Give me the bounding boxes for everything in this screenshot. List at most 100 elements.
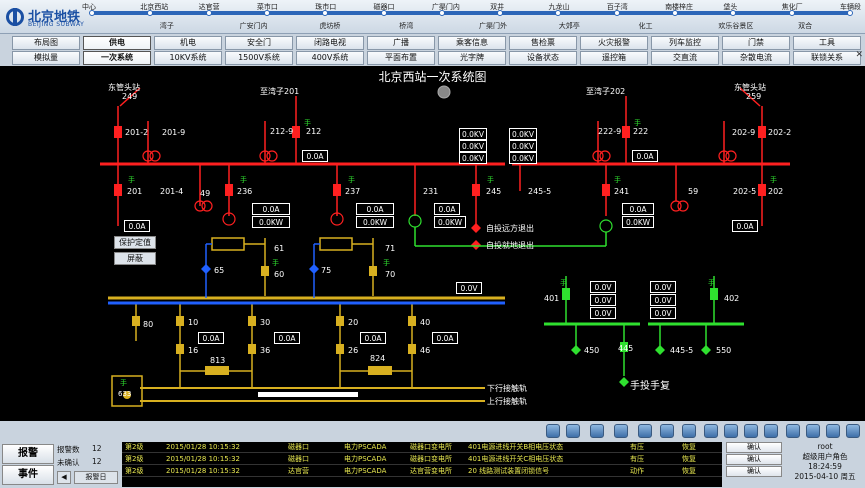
station-label[interactable]: 大郊亭: [558, 22, 580, 30]
station-label[interactable]: 欢乐谷景区: [718, 22, 754, 30]
grid-icon[interactable]: [704, 424, 718, 438]
tab-row1-2[interactable]: 机电: [154, 36, 222, 50]
arrow-left-icon[interactable]: ◀: [57, 471, 71, 484]
tab-row1-5[interactable]: 广播: [367, 36, 435, 50]
station-label[interactable]: 虎坊桥: [319, 22, 341, 30]
protect-setting-button[interactable]: 保护定值: [114, 236, 156, 249]
confirm-button[interactable]: 确认: [726, 466, 782, 477]
tab-row2-4[interactable]: 400V系统: [296, 51, 364, 65]
tab-row2-1[interactable]: 一次系统: [83, 51, 151, 65]
tab-row2-6[interactable]: 光字牌: [438, 51, 506, 65]
station-dot[interactable]: [672, 10, 679, 16]
station-dot[interactable]: [613, 10, 620, 16]
station-dot[interactable]: [322, 10, 329, 16]
screen-icon[interactable]: [786, 424, 800, 438]
station-dot[interactable]: [89, 10, 95, 16]
tab-row1-4[interactable]: 闭路电视: [296, 36, 364, 50]
station-label[interactable]: 广渠门内: [431, 3, 460, 11]
station-label[interactable]: 双合: [798, 22, 813, 30]
network-icon[interactable]: [590, 424, 604, 438]
label-75: 75: [321, 266, 332, 275]
print-icon[interactable]: [826, 424, 840, 438]
device-icon[interactable]: [660, 424, 674, 438]
device-icon[interactable]: [614, 424, 628, 438]
exit-icon[interactable]: [846, 424, 860, 438]
station-label[interactable]: 桥湾: [399, 22, 414, 30]
station-label[interactable]: 双井: [490, 3, 505, 11]
station-dot[interactable]: [380, 10, 387, 16]
station-label[interactable]: 磁器口: [373, 3, 395, 11]
tab-row2-3[interactable]: 1500V系统: [225, 51, 293, 65]
label-wz202: 至湾子202: [586, 87, 626, 96]
beijing-subway-logo: 北京地铁 BEIJING SUBWAY: [6, 6, 91, 28]
station-label[interactable]: 百子湾: [606, 3, 628, 11]
station-label[interactable]: 湾子: [159, 22, 174, 30]
tab-row1-7[interactable]: 售检票: [509, 36, 577, 50]
station-dot[interactable]: [788, 10, 795, 16]
station-dot[interactable]: [147, 10, 154, 16]
magnifier-icon[interactable]: [764, 424, 778, 438]
tab-row1-3[interactable]: 安全门: [225, 36, 293, 50]
value-box-402-v2: 0.0V: [650, 294, 676, 306]
tab-row2-9[interactable]: 交直流: [651, 51, 719, 65]
tab-row2-7[interactable]: 设备状态: [509, 51, 577, 65]
tab-row1-11[interactable]: 工具: [793, 36, 861, 50]
station-dot[interactable]: [438, 10, 445, 16]
station-dot[interactable]: [205, 10, 212, 16]
confirm-button[interactable]: 确认: [726, 442, 782, 453]
label-222-9: 222-9: [598, 127, 622, 136]
alarm-log-button[interactable]: 报警日: [74, 471, 118, 484]
station-label[interactable]: 九龙山: [548, 3, 570, 11]
station-label[interactable]: 焦化厂: [781, 3, 803, 11]
station-dot[interactable]: [730, 10, 737, 16]
station-dot[interactable]: [263, 10, 270, 16]
event-button[interactable]: 事件: [2, 465, 54, 485]
label-26: 26: [348, 346, 359, 355]
screen-icon[interactable]: [806, 424, 820, 438]
zoom-out-icon[interactable]: [744, 424, 758, 438]
label-40: 40: [420, 318, 431, 327]
station-label[interactable]: 南楼梓庄: [665, 3, 694, 11]
station-label[interactable]: 珠市口: [315, 3, 337, 11]
value-box-236-a: 0.0A: [252, 203, 290, 215]
tab-row2-5[interactable]: 平面布置: [367, 51, 435, 65]
station-label[interactable]: 达官营: [198, 3, 220, 11]
search-icon[interactable]: [546, 424, 560, 438]
tab-row1-8[interactable]: 火灾报警: [580, 36, 648, 50]
shield-button[interactable]: 屏蔽: [114, 252, 156, 265]
image-icon[interactable]: [566, 424, 580, 438]
station-label[interactable]: 垡头: [723, 3, 738, 11]
tab-row1-10[interactable]: 门禁: [722, 36, 790, 50]
tab-row1-9[interactable]: 列车监控: [651, 36, 719, 50]
station-label[interactable]: 化工: [638, 22, 653, 30]
zoom-in-icon[interactable]: [724, 424, 738, 438]
station-label[interactable]: 广渠门外: [479, 22, 507, 30]
tab-row2-10[interactable]: 杂散电流: [722, 51, 790, 65]
value-box-212-a: 0.0A: [302, 150, 328, 162]
tab-row2-2[interactable]: 10KV系统: [154, 51, 222, 65]
close-icon[interactable]: ✕: [855, 50, 863, 60]
unconfirmed-count: 12: [92, 457, 102, 466]
tab-row1-6[interactable]: 乘客信息: [438, 36, 506, 50]
station-label[interactable]: 车辆段: [840, 3, 861, 11]
tab-row2-11[interactable]: 联锁关系: [793, 51, 861, 65]
alarm-button[interactable]: 报警: [2, 444, 54, 464]
label-202-9: 202-9: [732, 128, 756, 137]
station-label[interactable]: 中心: [82, 3, 96, 11]
station-dot[interactable]: [847, 10, 853, 16]
station-label[interactable]: 菜市口: [256, 3, 278, 11]
tab-row2-8[interactable]: 遥控箱: [580, 51, 648, 65]
device-icon[interactable]: [682, 424, 696, 438]
tab-row1-0[interactable]: 布局图: [12, 36, 80, 50]
station-dot[interactable]: [555, 10, 562, 16]
confirm-button[interactable]: 确认: [726, 454, 782, 465]
station-dot[interactable]: [497, 10, 504, 16]
tab-row2-0[interactable]: 模拟量: [12, 51, 80, 65]
station-label[interactable]: 北京西站: [140, 3, 169, 11]
station-label[interactable]: 广安门内: [239, 22, 268, 30]
tab-row1-1[interactable]: 供电: [83, 36, 151, 50]
device-icon[interactable]: [638, 424, 652, 438]
